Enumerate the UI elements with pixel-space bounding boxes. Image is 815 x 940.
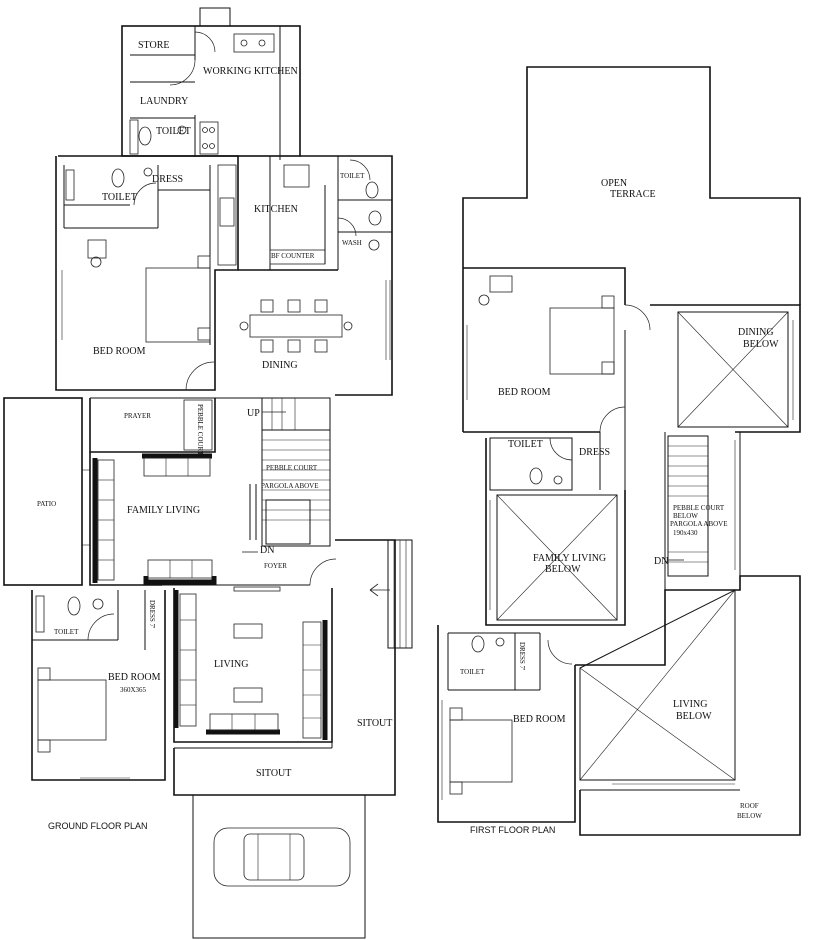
first-bed-room-2-label: BED ROOM [513, 714, 566, 725]
kitchen-label: KITCHEN [254, 204, 298, 215]
first-floor-title: FIRST FLOOR PLAN [470, 825, 555, 835]
working-kitchen-label: WORKING KITCHEN [203, 66, 298, 77]
guest-bedroom [31, 590, 166, 781]
car-porch [192, 795, 366, 939]
dining-below-void [650, 304, 801, 433]
dining-table [239, 299, 353, 353]
foyer-label: FOYER [264, 562, 287, 570]
living-label: LIVING [214, 659, 248, 670]
bed-room-2-size-label: 360X365 [120, 686, 147, 694]
family-living-below-label-2: BELOW [545, 564, 581, 575]
wash-label: WASH [342, 239, 362, 247]
family-living-below-label-1: FAMILY LIVING [533, 553, 606, 564]
patio-label: PATIO [37, 500, 56, 508]
open-terrace-label-2: TERRACE [610, 189, 656, 200]
laundry-label: LAUNDRY [140, 96, 188, 107]
main-ground-walls [55, 155, 393, 396]
first-bedroom-2 [437, 625, 576, 823]
first-dn-label: DN [654, 556, 668, 567]
dn-label: DN [260, 545, 274, 556]
first-bedroom-1 [462, 267, 651, 490]
living-below-void [575, 575, 801, 836]
first-dress-2-label: DRESS 7' [518, 642, 526, 670]
prayer-label: PRAYER [124, 412, 151, 420]
roof-below-label-1: ROOF [740, 802, 759, 810]
entry-arrow-icon [369, 583, 390, 597]
open-terrace-label-1: OPEN [601, 178, 627, 189]
up-label: UP [247, 408, 260, 419]
first-toilet-2-label: TOILET [460, 668, 485, 676]
first-pebble-court-label-4: 190x430 [673, 529, 698, 537]
first-pebble-court-label-3: PARGOLA ABOVE [670, 520, 728, 528]
dining-below-label-1: DINING [738, 327, 774, 338]
sitout-side-label: SITOUT [357, 718, 392, 729]
dress-guest-label: DRESS 7' [148, 600, 156, 628]
service-block-walls [121, 7, 301, 160]
toilet-service-label: TOILET [156, 126, 191, 137]
toilet-dining-label: TOILET [340, 172, 365, 180]
first-floor-plan: OPEN TERRACE BED ROOM TOILET [437, 66, 801, 836]
bf-counter-label: BF COUNTER [271, 252, 315, 260]
family-living-below-void [485, 438, 626, 626]
patio-outline [3, 397, 83, 586]
roof-below-label-2: BELOW [737, 812, 762, 820]
toilet-guest-label: TOILET [54, 628, 79, 636]
toilet-master-label: TOILET [102, 192, 137, 203]
prayer-and-stair [89, 397, 331, 547]
family-living-label: FAMILY LIVING [127, 505, 200, 516]
dress-master-label: DRESS [152, 174, 183, 185]
dining-label: DINING [262, 360, 298, 371]
bed-room-1-label: BED ROOM [93, 346, 146, 357]
family-living-room [89, 452, 217, 586]
living-below-label-1: LIVING [673, 699, 707, 710]
ground-floor-title: GROUND FLOOR PLAN [48, 821, 148, 831]
store-label: STORE [138, 40, 170, 51]
pargola-above-label: PARGOLA ABOVE [261, 482, 319, 490]
living-room [162, 584, 333, 743]
first-pebble-court-label-2: BELOW [673, 512, 698, 520]
bed-room-2-label: BED ROOM [108, 672, 161, 683]
first-toilet-dress-1 [489, 432, 601, 491]
ground-floor-plan: STORE WORKING KITCHEN LAUNDRY TOILET [3, 7, 413, 939]
first-pebble-court-stair [664, 432, 741, 590]
master-bedroom [61, 165, 215, 391]
first-bed-room-1-label: BED ROOM [498, 387, 551, 398]
pebble-court-vertical-label: PEBBLE COURT [196, 404, 204, 456]
pebble-court-label: PEBBLE COURT [266, 464, 318, 472]
sitout-front-label: SITOUT [256, 768, 291, 779]
first-pebble-court-label-1: PEBBLE COURT [673, 504, 725, 512]
open-terrace-outline [462, 66, 801, 305]
first-toilet-1-label: TOILET [508, 439, 543, 450]
living-below-label-2: BELOW [676, 711, 712, 722]
dining-below-label-2: BELOW [743, 339, 779, 350]
sitout-area [173, 539, 413, 796]
first-dress-1-label: DRESS [579, 447, 610, 458]
